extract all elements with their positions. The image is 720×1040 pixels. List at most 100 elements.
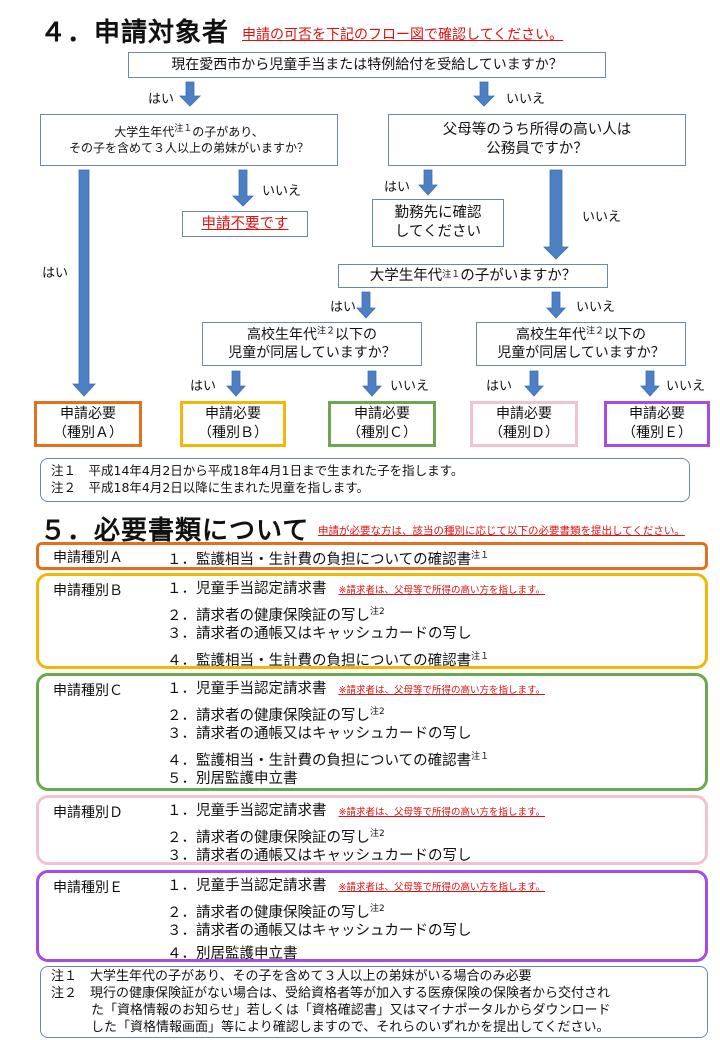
q5-left-post: 以下の (335, 326, 377, 343)
docs-b-item-2: ２．請求者の健康保険証の写し注2 (167, 601, 545, 624)
docs-d-item-3-text: ３．請求者の通帳又はキャッシュカードの写し (167, 848, 472, 864)
result-d-type: （種別Ｄ） (489, 425, 559, 441)
docs-b-item-4-sup: 注１ (471, 651, 490, 662)
result-type-b: 申請必要 （種別Ｂ） (180, 401, 286, 447)
arrow-q2-yes (72, 169, 96, 397)
question-1: 現在愛西市から児童手当または特例給付を受給していますか？ (128, 52, 606, 78)
q2-line2: その子を含めて３人以上の弟妹がいますか？ (68, 140, 309, 155)
docs-c-item-3-text: ３．請求者の通帳又はキャッシュカードの写し (167, 726, 472, 742)
q5-left-line2: 児童が同居していますか？ (228, 345, 396, 361)
docs-e-type: 申請種別Ｅ (53, 880, 123, 896)
docs-c-item-2-sup: 注2 (370, 706, 385, 717)
docs-d-item-1-text: １．児童手当認定請求書 (167, 803, 327, 819)
result-a-label: 申請必要 (60, 406, 116, 423)
section5-title: ５．必要書類について (40, 516, 310, 546)
docs-c-item-1: １．児童手当認定請求書 ※請求者は、父母等で所得の高い方を指します。 (167, 678, 545, 701)
docs-c-item-1-text: １．児童手当認定請求書 (167, 681, 327, 697)
docs-c-item-2-text: ２．請求者の健康保険証の写し (167, 707, 370, 724)
docs-note-2-cont-2: した「資格情報画面」等により確認しますので、それらのいずれかを提出してください。 (91, 1020, 610, 1035)
docs-a-item-1: １．監護相当・生計費の負担についての確認書注１ (167, 545, 489, 568)
docs-e-requester-note: ※請求者は、父母等で所得の高い方を指します。 (338, 882, 546, 893)
question-3: 父母等のうち所得の高い人は 公務員ですか？ (388, 114, 686, 166)
arrow-q5l-yes (226, 370, 246, 397)
q1-no-label: いいえ (506, 92, 546, 107)
docs-b-item-3-text: ３．請求者の通帳又はキャッシュカードの写し (167, 626, 472, 642)
question-2: 大学生年代注１の子があり、 その子を含めて３人以上の弟妹がいますか？ (40, 114, 338, 166)
docs-c-requester-note: ※請求者は、父母等で所得の高い方を指します。 (338, 685, 546, 696)
arrow-q1-yes (179, 81, 201, 107)
q5-right-sup: 注２ (585, 326, 604, 337)
arrow-q1-no (473, 81, 495, 107)
arrow-q5l-no (362, 370, 382, 397)
result-c-label: 申請必要 (354, 406, 410, 423)
docs-c-item-4-text: ４．監護相当・生計費の負担についての確認書 (167, 752, 472, 769)
docs-type-b: 申請種別Ｂ １．児童手当認定請求書※請求者は、父母等で所得の高い方を指します。 … (36, 573, 708, 669)
question-5-left: 高校生年代注２以下の 児童が同居していますか？ (202, 322, 422, 366)
result-type-a: 申請必要 （種別Ａ） (34, 401, 142, 447)
docs-e-item-2-text: ２．請求者の健康保険証の写し (167, 904, 370, 921)
docs-c-item-4-sup: 注１ (471, 751, 490, 762)
q2-no-label: いいえ (262, 184, 302, 199)
q3-line2: 公務員ですか？ (486, 141, 588, 157)
docs-type-d: 申請種別Ｄ １．児童手当認定請求書※請求者は、父母等で所得の高い方を指します。 … (36, 795, 708, 865)
docs-b-item-2-sup: 注2 (370, 606, 385, 617)
section5-note: 申請が必要な方は、該当の種別に応じて以下の必要書類を提出してください。 (318, 525, 685, 537)
flow-note-1: 注１ 平成14年4月2日から平成18年4月1日まで生まれた子を指します。 (51, 463, 464, 478)
docs-d-item-2-text: ２．請求者の健康保険証の写し (167, 829, 370, 846)
q4-no-label: いいえ (576, 300, 616, 315)
q4-sup: 注１ (442, 270, 461, 281)
q5-left-yes-label: はい (190, 379, 217, 394)
docs-e-item-2-sup: 注2 (370, 903, 385, 914)
docs-b-requester-note: ※請求者は、父母等で所得の高い方を指します。 (338, 585, 546, 596)
arrow-q3-yes (418, 169, 438, 196)
docs-note-2: 注２ 現行の健康保険証がない場合は、受給資格者等が加入する医療保険の保険者から交… (51, 986, 611, 1001)
q4-text-pre: 大学生年代 (369, 267, 443, 284)
confirm-line2: してください (394, 224, 482, 240)
result-b-label: 申請必要 (205, 406, 261, 423)
section4-note: 申請の可否を下記のフロー図で確認してください。 (242, 27, 564, 43)
docs-d-item-2: ２．請求者の健康保険証の写し注2 (167, 823, 545, 846)
docs-c-item-5-text: ５．別居監護申立書 (167, 771, 298, 787)
result-b-type: （種別Ｂ） (198, 425, 268, 441)
flow-arrows (72, 81, 660, 397)
docs-b-item-2-text: ２．請求者の健康保険証の写し (167, 607, 370, 624)
docs-b-type: 申請種別Ｂ (53, 583, 123, 599)
q3-yes-label: はい (384, 180, 411, 195)
q5-left-pre: 高校生年代 (246, 326, 317, 343)
result-a-type: （種別Ａ） (53, 425, 123, 441)
docs-e-item-4: ４．別居監護申立書 (167, 943, 545, 966)
docs-e-item-4-text: ４．別居監護申立書 (167, 945, 298, 962)
q5-right-no-label: いいえ (666, 379, 706, 394)
docs-notes: 注１ 大学生年代の子があり、その子を含めて３人以上の弟妹がいる場合のみ必要 注２… (40, 966, 708, 1038)
result-d-label: 申請必要 (496, 406, 552, 423)
docs-d-item-2-sup: 注2 (370, 828, 385, 839)
arrow-q5r-yes (524, 370, 544, 397)
q4-text-post: の子がいますか？ (460, 267, 577, 284)
result-c-type: （種別Ｃ） (347, 425, 417, 441)
q1-yes-label: はい (148, 92, 175, 107)
docs-e-item-1: １．児童手当認定請求書※請求者は、父母等で所得の高い方を指します。 (167, 875, 545, 898)
docs-c-item-5: ５．別居監護申立書 (167, 768, 545, 791)
docs-b-item-4-text: ４．監護相当・生計費の負担についての確認書 (167, 652, 472, 669)
docs-b-item-4: ４．監護相当・生計費の負担についての確認書注１ (167, 646, 545, 669)
arrow-q4-yes (356, 291, 376, 319)
docs-e-item-3: ３．請求者の通帳又はキャッシュカードの写し (167, 920, 545, 943)
docs-d-requester-note: ※請求者は、父母等で所得の高い方を指します。 (338, 807, 546, 818)
docs-e-item-3-text: ３．請求者の通帳又はキャッシュカードの写し (167, 923, 472, 939)
not-required-box: 申請不要です (182, 211, 308, 237)
result-type-d: 申請必要 （種別Ｄ） (470, 401, 578, 447)
q3-line1: 父母等のうち所得の高い人は (442, 122, 632, 139)
docs-type-a: 申請種別Ａ １．監護相当・生計費の負担についての確認書注１ (36, 542, 708, 570)
flow-note-2: 注２ 平成18年4月2日以降に生まれた児童を指します。 (51, 480, 370, 495)
docs-note-2-cont-1: た「資格情報のお知らせ」若しくは「資格確認書」又はマイナポータルからダウンロード (91, 1003, 611, 1018)
docs-d-item-3: ３．請求者の通帳又はキャッシュカードの写し (167, 845, 545, 868)
q2-text-pre: 大学生年代 (114, 124, 175, 139)
docs-a-item-1-sup: 注１ (471, 551, 490, 561)
q5-right-line2: 児童が同居していますか？ (497, 345, 665, 361)
q3-no-label: いいえ (582, 210, 622, 225)
docs-note-1: 注１ 大学生年代の子があり、その子を含めて３人以上の弟妹がいる場合のみ必要 (51, 969, 532, 984)
docs-b-item-1: １．児童手当認定請求書※請求者は、父母等で所得の高い方を指します。 (167, 578, 545, 601)
q5-left-sup: 注２ (316, 326, 335, 337)
q5-right-yes-label: はい (486, 379, 513, 394)
